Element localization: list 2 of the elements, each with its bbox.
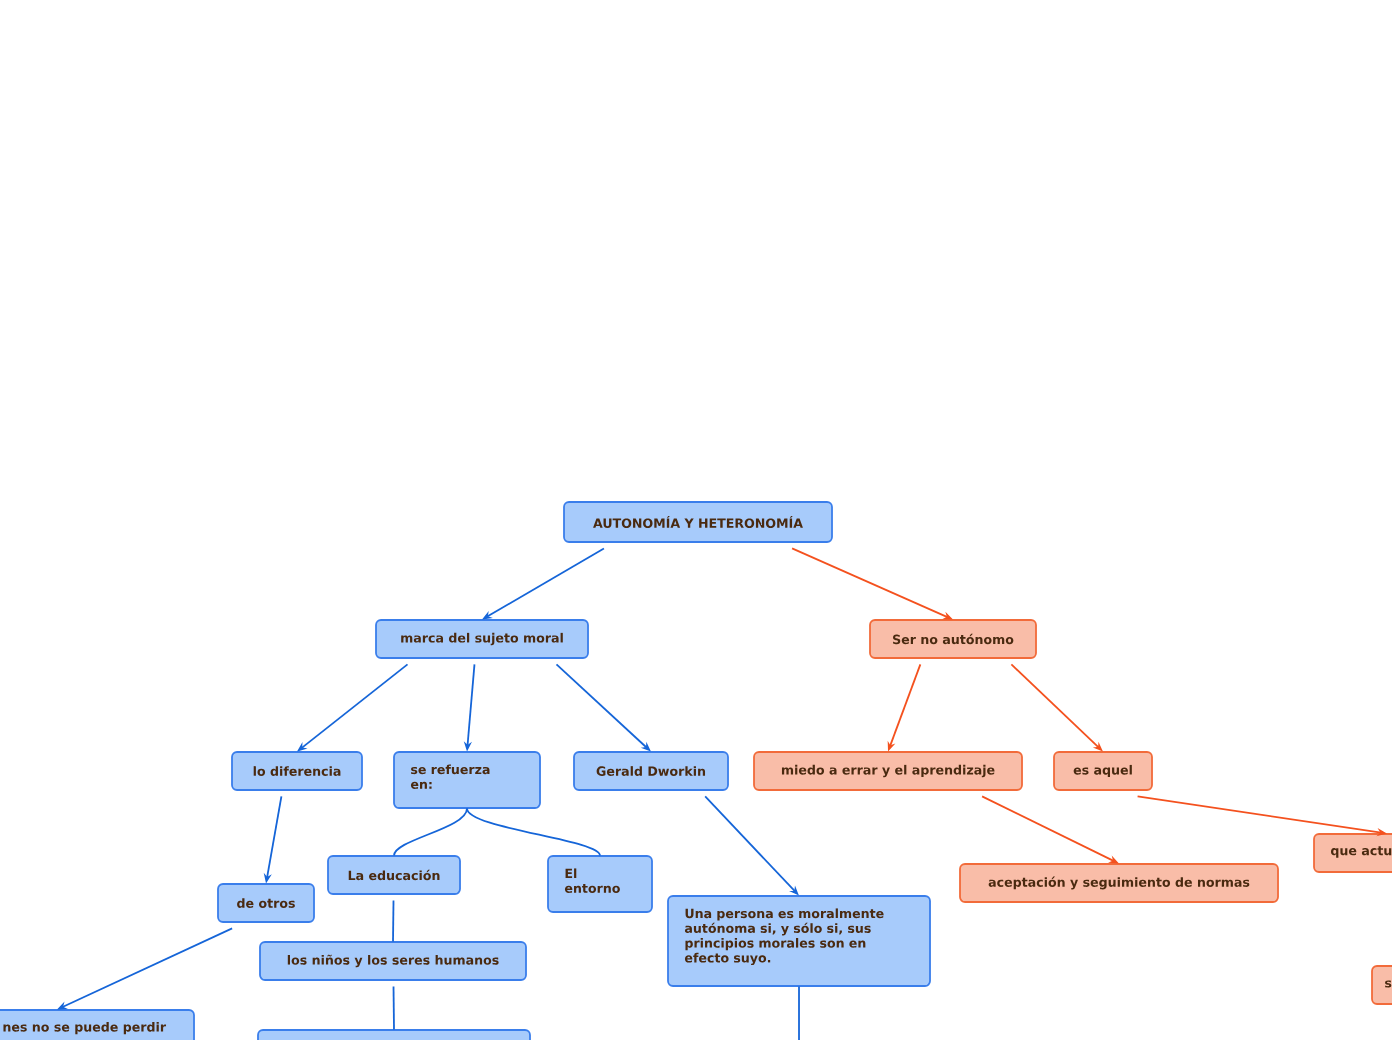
empty-box bbox=[257, 1029, 531, 1040]
arrow bbox=[297, 663, 409, 752]
